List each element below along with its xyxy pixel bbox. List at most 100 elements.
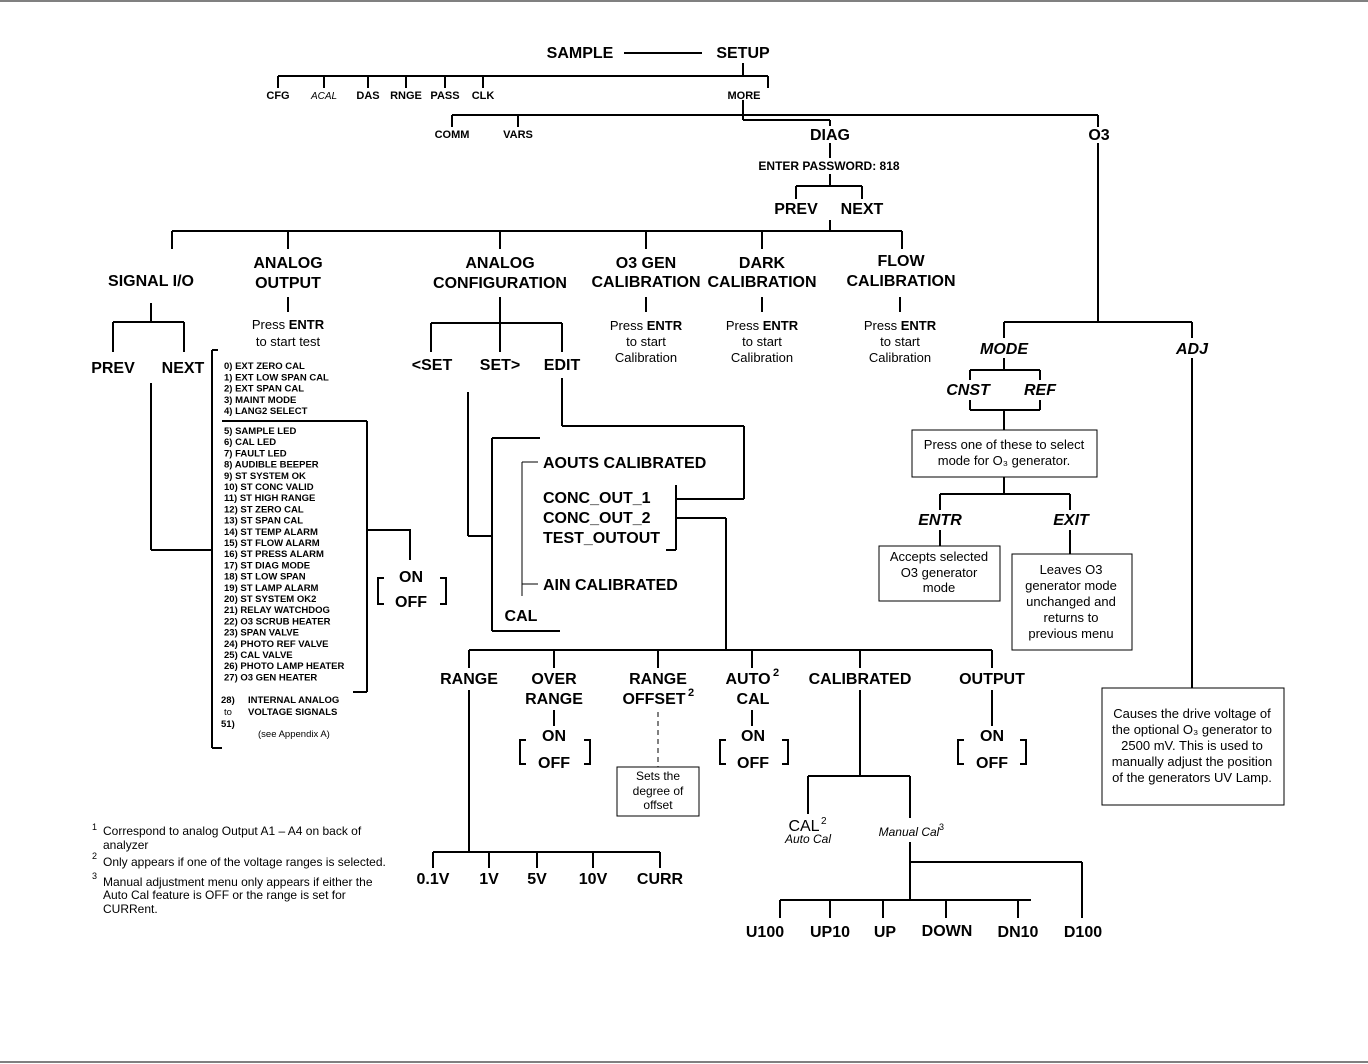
edit-label[interactable]: EDIT [544,357,581,374]
o3gen-cal-label-1[interactable]: O3 GEN [616,255,676,272]
adjust-down[interactable]: DOWN [922,923,973,940]
auto-cal-label-2[interactable]: CAL [737,691,770,708]
signal-list-item[interactable]: 13) ST SPAN CAL [224,516,303,527]
auto-cal-label-1[interactable]: AUTO [725,671,770,688]
range-option-10v[interactable]: 10V [579,871,608,888]
signal-prev[interactable]: PREV [91,360,135,377]
signal-list-item[interactable]: 3) MAINT MODE [224,395,296,406]
signal-list-item[interactable]: 24) PHOTO REF VALVE [224,639,329,650]
signal-list-item[interactable]: 23) SPAN VALVE [224,628,299,639]
signal-list-item[interactable]: 17) ST DIAG MODE [224,560,310,571]
manual-cal-label[interactable]: Manual Cal [879,825,940,839]
signal-list-item[interactable]: 21) RELAY WATCHDOG [224,605,330,616]
signal-list-item[interactable]: 20) ST SYSTEM OK2 [224,594,316,605]
signal-list-item[interactable]: 19) ST LAMP ALARM [224,583,319,594]
conc-out-1[interactable]: CONC_OUT_1 [543,490,651,507]
calibrated-label[interactable]: CALIBRATED [809,671,912,688]
cal-auto-label[interactable]: CAL [788,818,819,835]
signal-list-item[interactable]: 14) ST TEMP ALARM [224,527,318,538]
signal-list-item[interactable]: 5) SAMPLE LED [224,426,296,437]
sample-label[interactable]: SAMPLE [547,45,614,62]
more-item-vars[interactable]: VARS [503,129,533,141]
dark-cal-label-2[interactable]: CALIBRATION [707,274,816,291]
signal-list-item[interactable]: 2) EXT SPAN CAL [224,384,304,395]
setup-item-rnge[interactable]: RNGE [390,90,422,102]
aouts-calibrated[interactable]: AOUTS CALIBRATED [543,455,706,472]
setup-item-clk[interactable]: CLK [472,90,495,102]
diag-next[interactable]: NEXT [841,201,884,218]
over-range-label-2[interactable]: RANGE [525,691,583,708]
setup-item-cfg[interactable]: CFG [266,90,289,102]
adjust-up10[interactable]: UP10 [810,924,850,941]
signal-list-item[interactable]: 15) ST FLOW ALARM [224,538,320,549]
signal-list-item[interactable]: 9) ST SYSTEM OK [224,471,306,482]
analog-output-label-2[interactable]: OUTPUT [255,275,321,292]
signal-off[interactable]: OFF [395,594,427,611]
o3gen-cal-label-2[interactable]: CALIBRATION [591,274,700,291]
over-range-off[interactable]: OFF [538,755,570,772]
setup-item-acal[interactable]: ACAL [310,91,337,102]
signal-list-item[interactable]: 6) CAL LED [224,437,276,448]
diag-prev[interactable]: PREV [774,201,818,218]
dark-cal-label-1[interactable]: DARK [739,255,786,272]
range-option-curr[interactable]: CURR [637,871,684,888]
analog-config-label-2[interactable]: CONFIGURATION [433,275,567,292]
auto-cal-on[interactable]: ON [741,728,765,745]
signal-list-item[interactable]: 7) FAULT LED [224,448,287,459]
o3-adj-label[interactable]: ADJ [1175,341,1209,358]
signal-list-item[interactable]: 11) ST HIGH RANGE [224,493,315,504]
range-option-5v[interactable]: 5V [527,871,547,888]
adjust-u100[interactable]: U100 [746,924,784,941]
signal-list-item[interactable]: 8) AUDIBLE BEEPER [224,460,319,471]
set-prev[interactable]: <SET [412,357,453,374]
signal-list-item[interactable]: 1) EXT LOW SPAN CAL [224,372,329,383]
range-option-1v[interactable]: 1V [479,871,499,888]
output-off[interactable]: OFF [976,755,1008,772]
output-on[interactable]: ON [980,728,1004,745]
signal-list-item[interactable]: 18) ST LOW SPAN [224,572,306,583]
signal-list-item[interactable]: 22) O3 SCRUB HEATER [224,616,331,627]
setup-item-pass[interactable]: PASS [430,90,459,102]
signal-list-item[interactable]: 10) ST CONC VALID [224,482,314,493]
flow-cal-label-1[interactable]: FLOW [877,253,925,270]
signal-list-item[interactable]: 4) LANG2 SELECT [224,406,308,417]
signal-list-item[interactable]: 0) EXT ZERO CAL [224,361,305,372]
signal-list-item[interactable]: 26) PHOTO LAMP HEATER [224,661,344,672]
setup-item-more[interactable]: MORE [728,90,761,102]
range-option-0-1v[interactable]: 0.1V [417,871,450,888]
auto-cal-off[interactable]: OFF [737,755,769,772]
o3-mode-label[interactable]: MODE [980,341,1029,358]
range-label[interactable]: RANGE [440,671,498,688]
o3-exit-label[interactable]: EXIT [1053,512,1090,529]
analog-config-label-1[interactable]: ANALOG [465,255,534,272]
more-item-diag[interactable]: DIAG [810,127,850,144]
over-range-label-1[interactable]: OVER [531,671,577,688]
signal-list-item[interactable]: 27) O3 GEN HEATER [224,672,317,683]
o3-entr-label[interactable]: ENTR [918,512,962,529]
test-outout[interactable]: TEST_OUTOUT [543,530,660,547]
ain-calibrated[interactable]: AIN CALIBRATED [543,577,678,594]
setup-label[interactable]: SETUP [716,45,770,62]
set-next[interactable]: SET> [480,357,520,374]
range-offset-label-2[interactable]: OFFSET [622,691,685,708]
o3-cnst-label[interactable]: CNST [946,382,991,399]
signal-list-item[interactable]: 16) ST PRESS ALARM [224,549,324,560]
cal-label[interactable]: CAL [505,608,538,625]
adjust-up[interactable]: UP [874,924,897,941]
adjust-dn10[interactable]: DN10 [998,924,1039,941]
signal-next[interactable]: NEXT [162,360,205,377]
analog-output-label-1[interactable]: ANALOG [253,255,322,272]
adjust-d100[interactable]: D100 [1064,924,1102,941]
output-label[interactable]: OUTPUT [959,671,1025,688]
flow-cal-label-2[interactable]: CALIBRATION [846,273,955,290]
signal-list-item[interactable]: 12) ST ZERO CAL [224,504,304,515]
o3-ref-label[interactable]: REF [1024,382,1057,399]
more-item-o3[interactable]: O3 [1088,127,1109,144]
setup-item-das[interactable]: DAS [356,90,379,102]
signal-io-label[interactable]: SIGNAL I/O [108,273,194,290]
signal-on[interactable]: ON [399,569,423,586]
conc-out-2[interactable]: CONC_OUT_2 [543,510,651,527]
more-item-comm[interactable]: COMM [435,129,470,141]
range-offset-label-1[interactable]: RANGE [629,671,687,688]
signal-list-item[interactable]: 25) CAL VALVE [224,650,293,661]
